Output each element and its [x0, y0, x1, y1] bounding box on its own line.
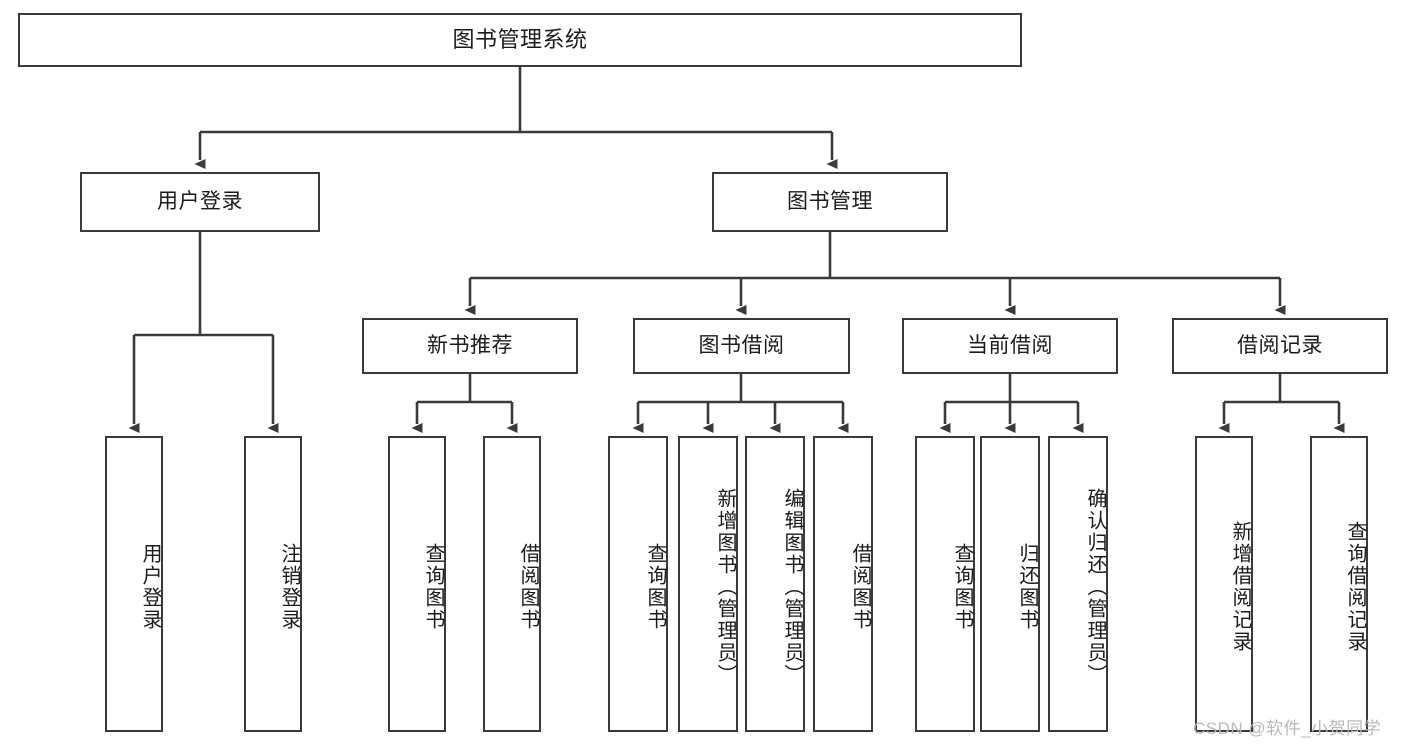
- node-level3-new-book-recommend[interactable]: 新书推荐: [362, 318, 578, 374]
- leaf-add-borrow-record[interactable]: 新增借阅记录: [1195, 436, 1253, 732]
- node-level2-user-login[interactable]: 用户登录: [80, 172, 320, 232]
- leaf-add-book-admin[interactable]: 新增图书（管理员）: [678, 436, 738, 732]
- node-level3-current-borrow[interactable]: 当前借阅: [902, 318, 1118, 374]
- leaf-borrow-book[interactable]: 借阅图书: [813, 436, 873, 732]
- leaf-query-book-recommend[interactable]: 查询图书: [388, 436, 446, 732]
- leaf-user-login[interactable]: 用户登录: [105, 436, 163, 732]
- leaf-query-borrow-record[interactable]: 查询借阅记录: [1310, 436, 1368, 732]
- node-level3-book-borrow[interactable]: 图书借阅: [633, 318, 850, 374]
- leaf-borrow-book-recommend[interactable]: 借阅图书: [483, 436, 541, 732]
- leaf-edit-book-admin[interactable]: 编辑图书（管理员）: [745, 436, 805, 732]
- leaf-query-book-borrow[interactable]: 查询图书: [608, 436, 668, 732]
- node-level3-borrow-record[interactable]: 借阅记录: [1172, 318, 1388, 374]
- node-level2-book-management[interactable]: 图书管理: [712, 172, 948, 232]
- leaf-logout-login[interactable]: 注销登录: [244, 436, 302, 732]
- watermark: CSDN @软件_小贺同学: [1193, 719, 1382, 738]
- leaf-confirm-return-admin[interactable]: 确认归还（管理员）: [1048, 436, 1108, 732]
- leaf-return-book[interactable]: 归还图书: [980, 436, 1040, 732]
- leaf-query-book-current[interactable]: 查询图书: [915, 436, 975, 732]
- node-root[interactable]: 图书管理系统: [18, 13, 1022, 67]
